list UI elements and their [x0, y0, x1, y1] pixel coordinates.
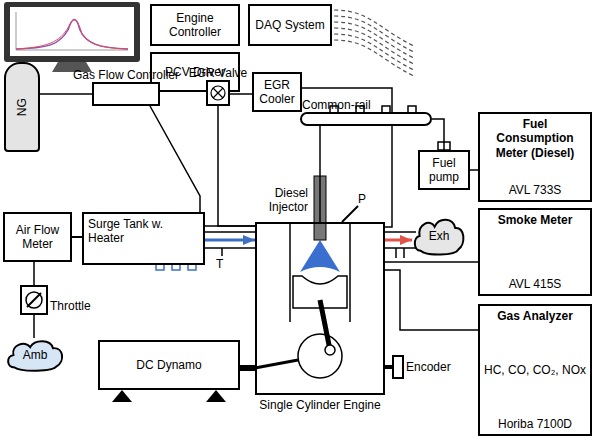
exhaust-pipe: [385, 232, 416, 258]
box-label: Air Flow Meter: [9, 223, 66, 252]
meter-box: Fuel Consumption Meter (Diesel) AVL 733S: [478, 112, 592, 202]
pipe-wall: [385, 247, 416, 249]
controller-box: Engine Controller: [150, 4, 240, 46]
analyzer-box: Gas AnalyzerHC, CO, CO₂, NOxHoriba 7100D: [478, 304, 592, 436]
connector: [385, 270, 478, 330]
box-label: HC, CO, CO₂, NOx: [484, 363, 586, 377]
connector: [240, 365, 255, 371]
cylinder-wall: [349, 222, 351, 322]
throttle-valve: Throttle: [20, 285, 48, 315]
dynamo-feet: [112, 390, 226, 402]
connector: [230, 93, 252, 95]
box-label: EGR Cooler: [258, 78, 296, 107]
box-label: Amb: [23, 348, 48, 362]
foot: [112, 390, 132, 402]
engine-block: Single Cylinder Engine: [255, 222, 385, 395]
gas-cylinder: NG: [4, 62, 40, 152]
box-label: Horiba 7100D: [498, 417, 572, 431]
valve-symbol: [208, 82, 228, 104]
connector: [205, 239, 255, 242]
plot-curve: [16, 20, 128, 49]
daq-wires: [334, 10, 414, 76]
dynamo-box: DC Dynamo: [98, 340, 240, 390]
part-label: Diesel Injector: [246, 186, 308, 215]
encoder: Encoder: [392, 355, 404, 379]
connector: [150, 106, 255, 226]
connector: [432, 119, 444, 150]
monitor-frame: [4, 2, 140, 62]
box-label: Exh: [429, 229, 450, 243]
part-heading: EGR Valve: [189, 66, 247, 80]
exhaust-cloud: Exh: [412, 216, 466, 256]
throttle-plate: [27, 293, 41, 307]
shaft: [255, 360, 298, 368]
sensor-label: T: [216, 257, 230, 271]
egr-valve: EGR Valve: [206, 80, 230, 106]
meter-box: Smoke MeterAVL 415S: [478, 208, 592, 296]
pressure-sensor: [342, 206, 358, 222]
connector: [72, 236, 82, 238]
throttle-body: [26, 292, 42, 308]
temp-sensor: [221, 248, 223, 256]
part-heading: Encoder: [406, 360, 451, 374]
intake-pipe: [205, 232, 255, 256]
connector: [218, 106, 255, 226]
box-label: Gas Analyzer: [497, 309, 573, 323]
box-label: AVL 415S: [509, 277, 562, 291]
part-heading: Throttle: [50, 299, 91, 313]
crankshaft: [298, 334, 342, 378]
pipe-wall: [205, 231, 255, 233]
plot-curve: [16, 19, 128, 49]
connector: [33, 315, 35, 338]
box-label: Smoke Meter: [498, 213, 573, 227]
box-label: DAQ System: [255, 18, 324, 32]
sample-probe: [395, 248, 397, 258]
surge-tank: Surge Tank w. Heater: [82, 212, 205, 265]
crank-pin: [325, 345, 335, 355]
cylinder-wall: [289, 222, 291, 322]
monitor-screen: [10, 7, 134, 56]
part-heading: Single Cylinder Engine: [259, 398, 380, 412]
pipe-wall: [385, 231, 416, 233]
box-label: DC Dynamo: [136, 358, 201, 372]
connector: [385, 261, 478, 263]
connector: [319, 126, 321, 222]
cooler-box: EGR Cooler: [252, 72, 302, 112]
pump-box: Fuel pump: [418, 150, 470, 190]
connector: [33, 262, 35, 285]
valve-disc: [211, 86, 225, 100]
connecting-rod: [320, 300, 330, 350]
connector: [302, 88, 392, 227]
connector: [385, 239, 412, 242]
box-label: Engine Controller: [156, 11, 234, 40]
foot: [206, 390, 226, 402]
sensor-label: P: [358, 192, 372, 206]
box-label: NG: [15, 98, 29, 116]
connector: [40, 93, 92, 95]
ambient-cloud: Amb: [5, 338, 65, 372]
box-label: Fuel pump: [424, 156, 464, 185]
common-rail: Common-rail: [300, 112, 432, 126]
cloud-shape: [8, 341, 62, 370]
box-label: AVL 733S: [509, 183, 562, 197]
throttle-symbol: [22, 287, 46, 313]
daq-box: DAQ System: [248, 4, 332, 46]
meter-box: Air Flow Meter: [3, 212, 72, 262]
box-label: Fuel Consumption Meter (Diesel): [484, 117, 586, 160]
sample-probe: [403, 248, 405, 258]
fuel-spray: [300, 240, 340, 272]
flow-controller: Gas Flow Controller: [92, 82, 160, 106]
engine-internals: [255, 222, 350, 378]
connector: [385, 365, 392, 369]
pipe-wall: [205, 247, 255, 249]
cloud-shape: [415, 220, 464, 255]
signal-wire: [334, 40, 414, 76]
connector: [470, 169, 478, 171]
plot-axes: [16, 12, 128, 50]
valve-cross: [213, 88, 223, 98]
box-label: Surge Tank w. Heater: [88, 217, 166, 246]
part-heading: Gas Flow Controller: [73, 68, 179, 82]
part-heading: Common-rail: [302, 98, 371, 112]
